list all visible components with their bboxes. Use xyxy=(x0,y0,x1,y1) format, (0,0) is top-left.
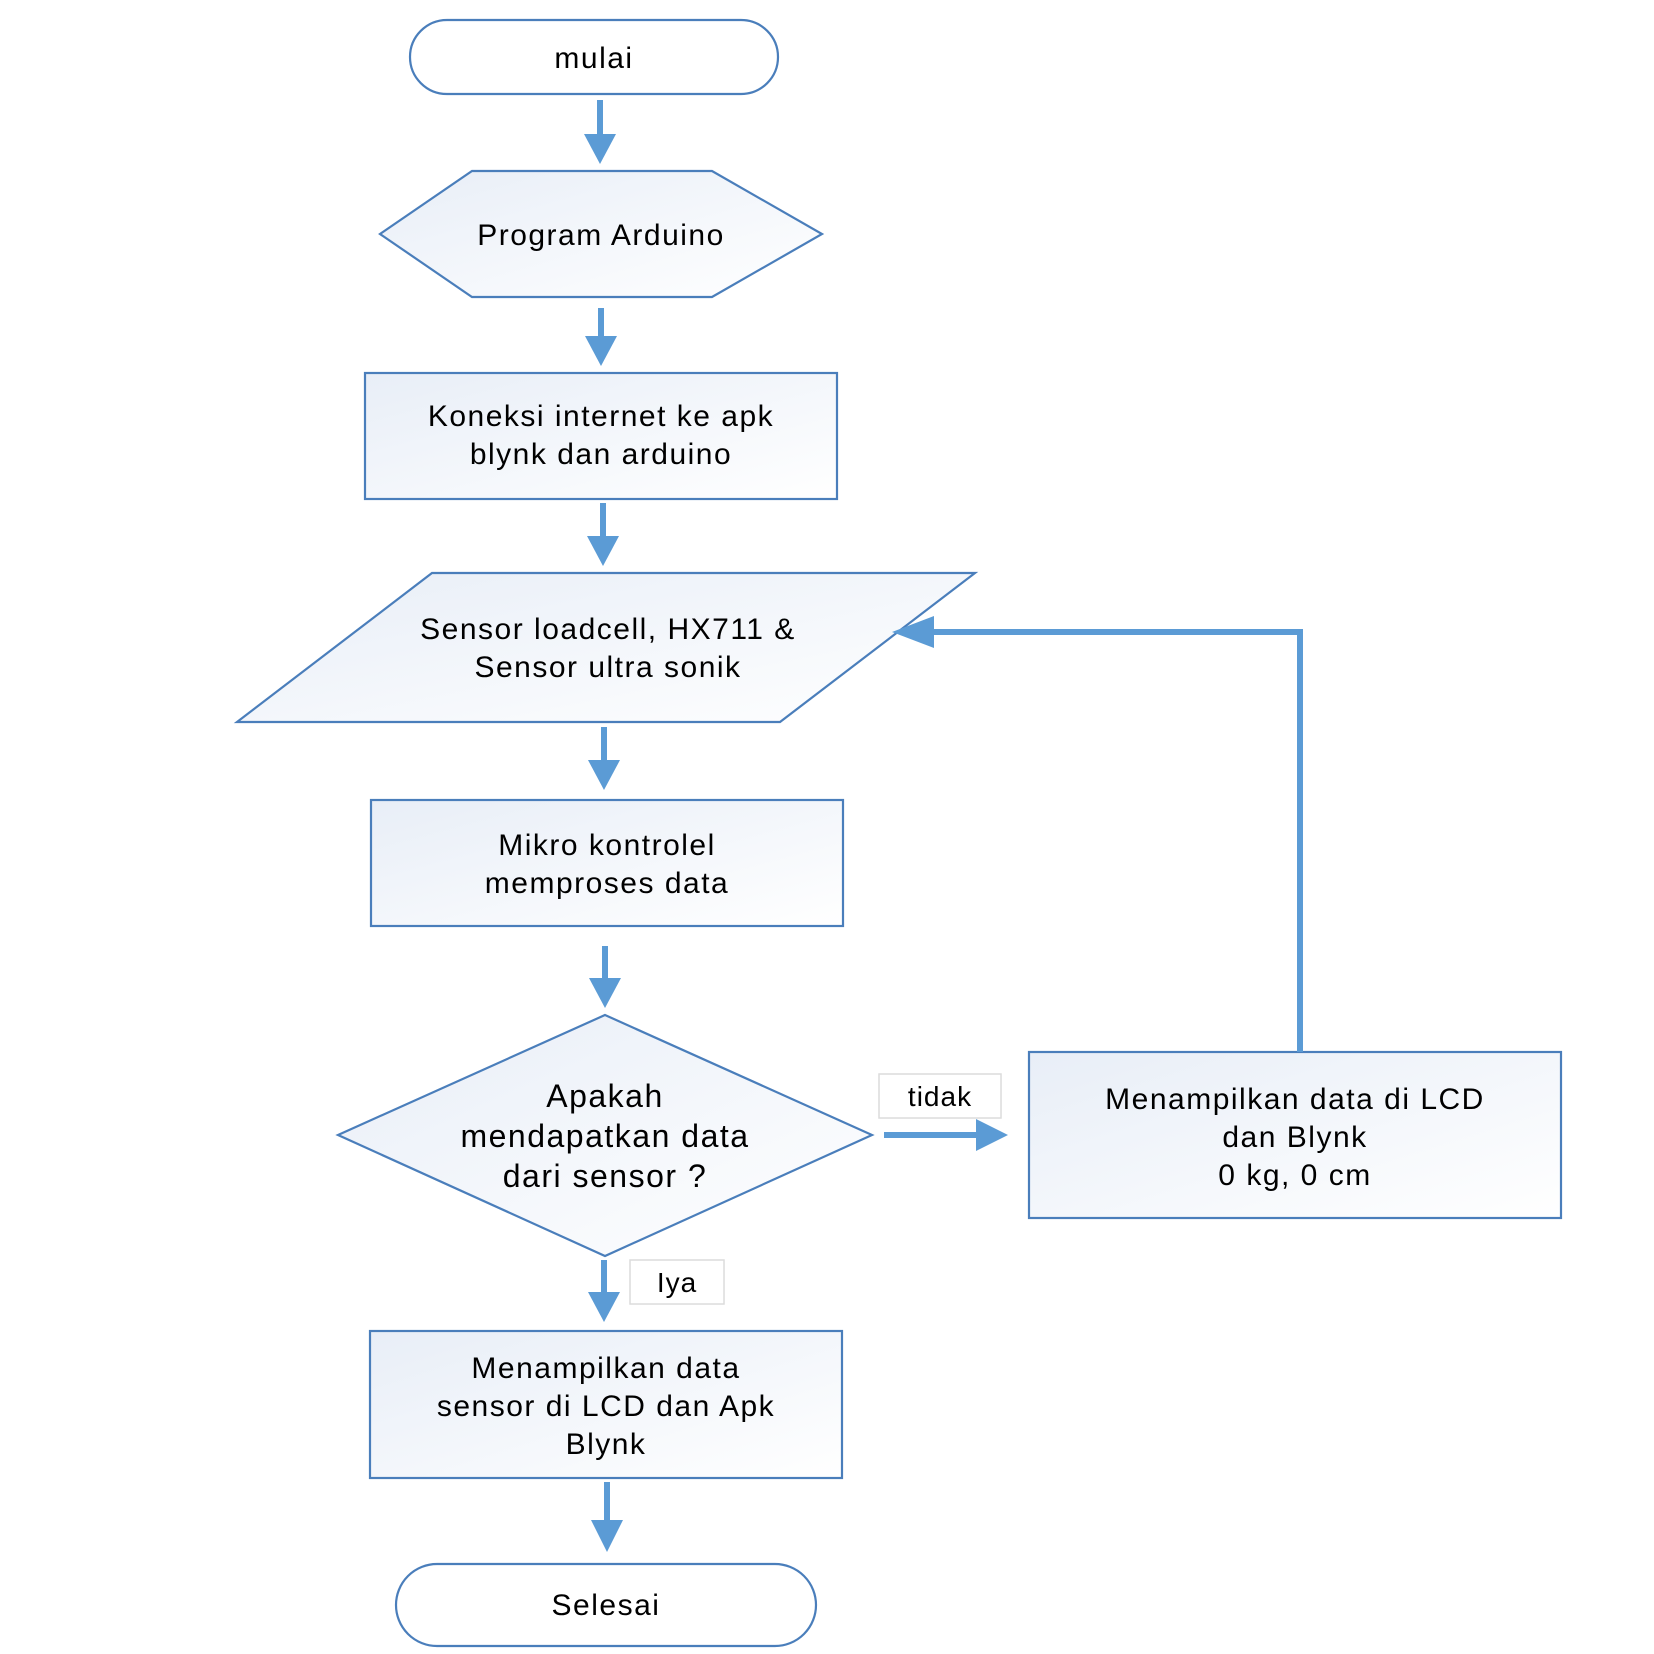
arrow-start-to-program xyxy=(584,100,616,164)
display-zero-box: Menampilkan data di LCD dan Blynk 0 kg, … xyxy=(1027,1050,1563,1220)
arrow-display-zero-loop-to-sensor xyxy=(892,616,1303,1052)
program-label: Program Arduino xyxy=(477,219,725,252)
arrow-connection-to-sensor xyxy=(587,503,619,566)
arrow-process-to-decision xyxy=(589,946,621,1008)
display-zero-label-line-2: dan Blynk xyxy=(1222,1121,1367,1154)
connection-label-line-1: Koneksi internet ke apk xyxy=(428,400,774,433)
start-terminal: mulai xyxy=(408,18,780,96)
edge-label-no-text: tidak xyxy=(908,1081,972,1112)
arrow-decision-to-display-data xyxy=(588,1260,620,1322)
end-terminal: Selesai xyxy=(394,1562,818,1648)
display-data-label-line-2: sensor di LCD dan Apk xyxy=(437,1390,775,1423)
process-label-line-1: Mikro kontrolel xyxy=(498,829,716,862)
display-zero-label-line-1: Menampilkan data di LCD xyxy=(1105,1083,1485,1116)
sensor-input-label-line-2: Sensor ultra sonik xyxy=(474,651,741,684)
arrow-decision-to-display-zero xyxy=(884,1119,1008,1151)
display-data-label-line-3: Blynk xyxy=(566,1428,647,1461)
connection-label-line-2: blynk dan arduino xyxy=(470,438,732,471)
sensor-input-label-line-1: Sensor loadcell, HX711 & xyxy=(420,613,796,646)
connection-process-box: Koneksi internet ke apk blynk dan arduin… xyxy=(363,371,839,501)
decision-label-line-3: dari sensor ? xyxy=(503,1158,707,1194)
arrow-display-data-to-end xyxy=(591,1482,623,1552)
process-box: Mikro kontrolel memproses data xyxy=(369,798,845,928)
display-data-label-line-1: Menampilkan data xyxy=(471,1352,740,1385)
display-data-box: Menampilkan data sensor di LCD dan Apk B… xyxy=(368,1329,844,1480)
start-label: mulai xyxy=(554,42,633,75)
program-preparation-hexagon: Program Arduino xyxy=(378,169,825,299)
decision-label-line-1: Apakah xyxy=(546,1078,664,1114)
process-label-line-2: memproses data xyxy=(485,867,729,900)
edge-label-no: tidak xyxy=(878,1073,1002,1119)
edge-label-yes: Iya xyxy=(629,1259,725,1305)
end-label: Selesai xyxy=(552,1589,661,1622)
edge-label-yes-text: Iya xyxy=(657,1267,697,1298)
decision-label-line-2: mendapatkan data xyxy=(460,1118,749,1154)
sensor-input-parallelogram: Sensor loadcell, HX711 & Sensor ultra so… xyxy=(233,571,979,724)
arrow-program-to-connection xyxy=(585,308,617,366)
arrow-sensor-to-process xyxy=(588,727,620,790)
decision-diamond: Apakah mendapatkan data dari sensor ? xyxy=(335,1013,875,1258)
display-zero-label-line-3: 0 kg, 0 cm xyxy=(1218,1159,1371,1192)
